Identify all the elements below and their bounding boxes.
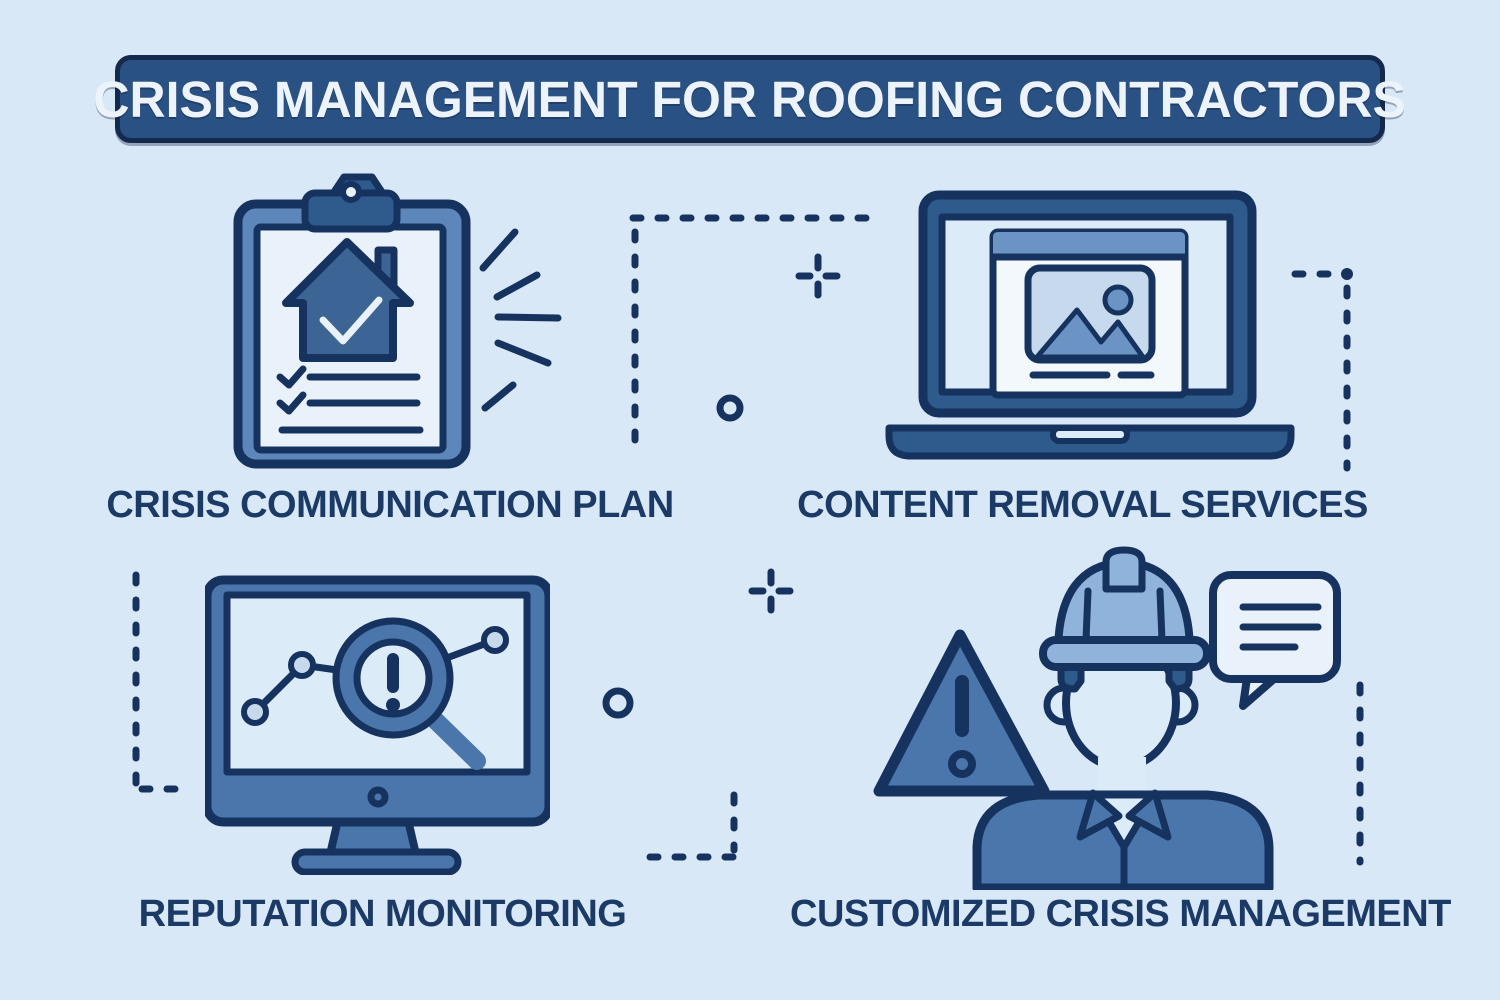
collar-left bbox=[1076, 789, 1123, 841]
title-banner: CRISIS MANAGEMENT FOR ROOFING CONTRACTOR… bbox=[94, 55, 1406, 143]
monitor-magnifier-alert-icon bbox=[205, 575, 550, 875]
circle-marker-top bbox=[716, 394, 744, 422]
checkmark-icon bbox=[319, 296, 383, 345]
clipboard-checklist-house-icon bbox=[233, 173, 471, 469]
contractor-icon bbox=[972, 546, 1274, 890]
plus-marker-top bbox=[795, 253, 841, 299]
mountains-icon bbox=[1034, 307, 1146, 360]
collar-right bbox=[1125, 789, 1172, 841]
sun-icon bbox=[1102, 284, 1134, 316]
magnifier-alert-icon bbox=[332, 617, 486, 770]
dot-marker-right bbox=[1341, 268, 1353, 280]
monitor-base bbox=[291, 848, 462, 875]
alert-rays-icon bbox=[479, 228, 562, 412]
laptop-base bbox=[885, 424, 1295, 460]
warning-triangle-icon bbox=[873, 629, 1050, 797]
page-title: CRISIS MANAGEMENT FOR ROOFING CONTRACTOR… bbox=[93, 70, 1407, 128]
warning-exclamation-dot bbox=[948, 750, 976, 778]
contractor-warning-speech-icon bbox=[873, 546, 1341, 890]
label-reputation-monitoring: REPUTATION MONITORING bbox=[138, 893, 627, 935]
circle-marker-middle bbox=[602, 687, 634, 719]
label-crisis-communication-plan: CRISIS COMMUNICATION PLAN bbox=[106, 484, 674, 526]
checklist-lines bbox=[276, 365, 424, 434]
exclamation-dot bbox=[386, 698, 400, 712]
plus-marker-middle bbox=[748, 568, 794, 614]
speech-bubble-icon bbox=[1209, 571, 1341, 710]
exclamation-bar bbox=[387, 653, 399, 693]
house-check-icon bbox=[282, 238, 414, 362]
warning-exclamation-bar bbox=[955, 675, 969, 737]
hard-hat-icon bbox=[1039, 546, 1211, 693]
label-content-removal-services: CONTENT REMOVAL SERVICES bbox=[797, 484, 1368, 526]
laptop-webpage-image-icon bbox=[885, 190, 1295, 460]
label-customized-crisis-management: CUSTOMIZED CRISIS MANAGEMENT bbox=[790, 893, 1451, 935]
webpage-icon bbox=[989, 228, 1189, 399]
chart-points bbox=[241, 626, 509, 726]
